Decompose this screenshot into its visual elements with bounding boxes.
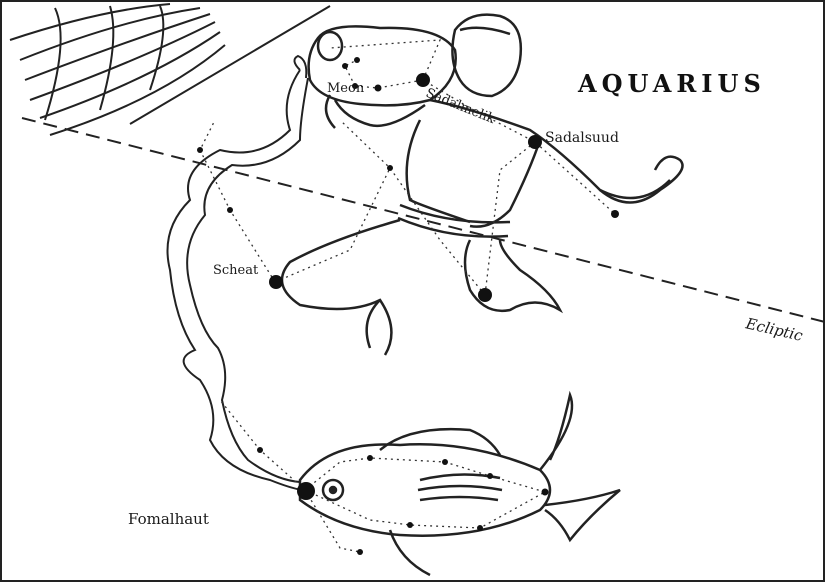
star-skat [478,288,492,302]
label-sadalsuud: Sadalsuud [545,130,619,146]
constellation-title: AQUARIUS [577,69,766,98]
label-fomalhaut: Fomalhaut [128,510,209,528]
label-meon: Meon [327,81,365,96]
star-fomalhaut [297,482,315,500]
label-scheat: Scheat [213,263,259,278]
star-sadalsuud [528,135,542,149]
star-meon [375,85,382,92]
star-sadalmelik [416,73,430,87]
star-scheat [269,275,283,289]
